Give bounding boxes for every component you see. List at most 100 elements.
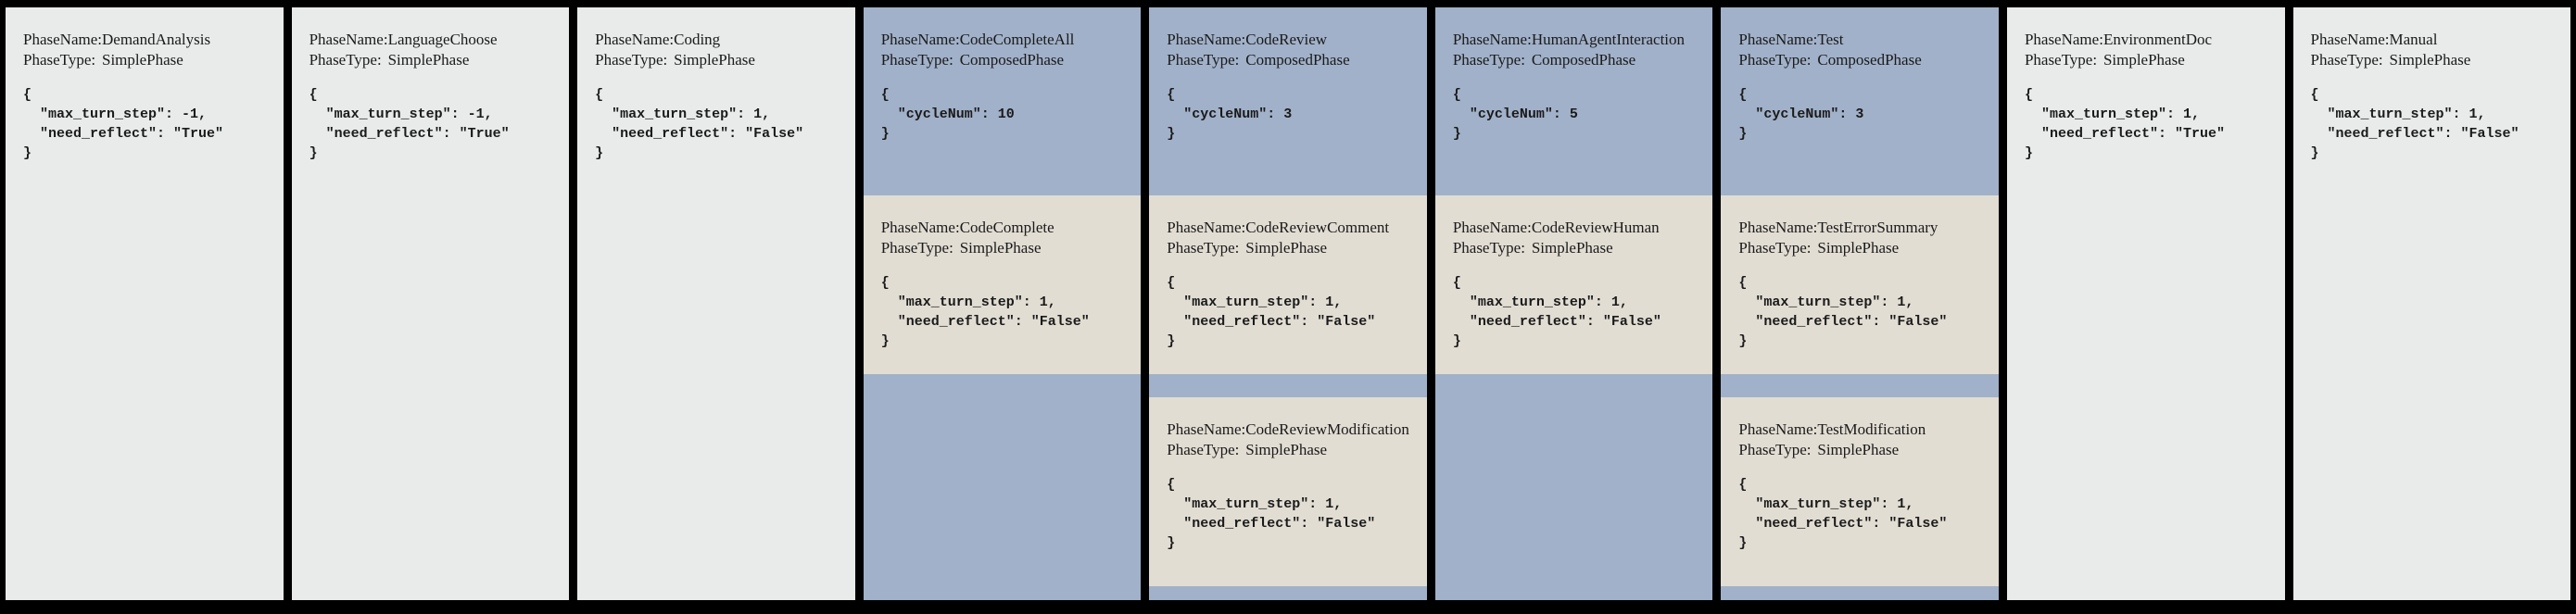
phase-name-row: PhaseName: TestModification <box>1738 420 1989 440</box>
phase-name-row: PhaseName: TestErrorSummary <box>1738 218 1989 238</box>
phase-name-label: PhaseName: <box>1167 31 1246 48</box>
phase-name-row: PhaseName: HumanAgentInteraction <box>1453 30 1704 50</box>
phase-type-label: PhaseType: <box>1167 51 1240 69</box>
phase-name-row: PhaseName: CodeCompleteAll <box>881 30 1132 50</box>
phase-name-value: LanguageChoose <box>387 31 498 48</box>
subphase-card-code-review-human: PhaseName: CodeReviewHuman PhaseType: Si… <box>1434 195 1713 374</box>
phase-name-label: PhaseName: <box>880 31 960 48</box>
phase-type-row: PhaseType: SimplePhase <box>1738 440 1989 460</box>
phase-name-value: TestModification <box>1817 420 1926 438</box>
phase-name-label: PhaseName: <box>1738 219 1818 236</box>
phase-type-row: PhaseType: SimplePhase <box>1453 238 1704 258</box>
phase-name-value: Coding <box>674 31 721 48</box>
phase-config-json: { "max_turn_step": -1, "need_reflect": "… <box>23 87 224 161</box>
phase-block: PhaseName: EnvironmentDoc PhaseType: Sim… <box>2007 7 2285 163</box>
phase-type-row: PhaseType: SimplePhase <box>1738 238 1989 258</box>
phase-type-value: SimplePhase <box>2102 51 2185 69</box>
phase-config-json: { "max_turn_step": 1, "need_reflect": "F… <box>595 87 804 161</box>
phase-config-json: { "cycleNum": 10 } <box>880 87 1015 142</box>
phase-config-json: { "max_turn_step": 1, "need_reflect": "F… <box>1167 275 1376 349</box>
subphase-card-test-error-summary: PhaseName: TestErrorSummary PhaseType: S… <box>1721 195 1999 374</box>
phase-config-json: { "cycleNum": 5 } <box>1452 87 1578 142</box>
phase-type-row: PhaseType: ComposedPhase <box>1453 50 1704 70</box>
phase-type-value: SimplePhase <box>1531 239 1613 257</box>
phase-config-json: { "max_turn_step": -1, "need_reflect": "… <box>309 87 510 161</box>
phase-block: PhaseName: CodeReviewHuman PhaseType: Si… <box>1435 195 1713 351</box>
phase-card-test: PhaseName: Test PhaseType: ComposedPhase… <box>1721 7 1999 600</box>
phase-type-value: SimplePhase <box>674 51 755 69</box>
phase-block: PhaseName: TestModification PhaseType: S… <box>1721 397 1999 553</box>
phase-type-row: PhaseType: SimplePhase <box>309 50 561 70</box>
phase-type-row: PhaseType: ComposedPhase <box>1738 50 1989 70</box>
phase-config-json: { "max_turn_step": 1, "need_reflect": "F… <box>1452 275 1661 349</box>
phase-type-label: PhaseType: <box>1738 239 1812 257</box>
phase-name-value: EnvironmentDoc <box>2102 31 2213 48</box>
phase-name-row: PhaseName: Coding <box>595 30 846 50</box>
phase-type-row: PhaseType: SimplePhase <box>881 238 1132 258</box>
phase-config-json: { "cycleNum": 3 } <box>1167 87 1293 142</box>
phase-name-row: PhaseName: CodeComplete <box>881 218 1132 238</box>
phase-type-row: PhaseType: SimplePhase <box>1167 440 1418 460</box>
phase-type-value: ComposedPhase <box>959 51 1065 69</box>
phase-name-label: PhaseName: <box>1738 31 1818 48</box>
composed-phase-header: PhaseName: Test PhaseType: ComposedPhase… <box>1721 7 1999 195</box>
phase-name-value: CodeReviewComment <box>1245 219 1390 236</box>
phase-type-label: PhaseType: <box>2310 51 2383 69</box>
phase-config-json: { "cycleNum": 3 } <box>1738 87 1864 142</box>
phase-name-label: PhaseName: <box>2024 31 2103 48</box>
phase-name-row: PhaseName: CodeReview <box>1167 30 1418 50</box>
phase-type-label: PhaseType: <box>23 51 96 69</box>
phase-config-json: { "max_turn_step": 1, "need_reflect": "F… <box>880 275 1090 349</box>
phase-card-demand-analysis: PhaseName: DemandAnalysis PhaseType: Sim… <box>6 7 284 600</box>
phase-type-value: SimplePhase <box>1245 441 1328 458</box>
phase-type-label: PhaseType: <box>1452 239 1525 257</box>
phase-type-label: PhaseType: <box>880 51 953 69</box>
composed-phase-header: PhaseName: CodeCompleteAll PhaseType: Co… <box>864 7 1142 195</box>
phase-type-value: SimplePhase <box>1817 441 1900 458</box>
phase-card-code-complete-all: PhaseName: CodeCompleteAll PhaseType: Co… <box>863 7 1142 600</box>
phase-block: PhaseName: Coding PhaseType: SimplePhase… <box>577 7 855 163</box>
subphase-card-code-review-modification: PhaseName: CodeReviewModification PhaseT… <box>1149 397 1427 586</box>
phase-type-label: PhaseType: <box>1738 51 1812 69</box>
phase-block: PhaseName: CodeComplete PhaseType: Simpl… <box>864 195 1142 351</box>
phase-type-row: PhaseType: SimplePhase <box>23 50 274 70</box>
phase-name-label: PhaseName: <box>1738 420 1818 438</box>
phase-card-code-review: PhaseName: CodeReview PhaseType: Compose… <box>1149 7 1427 600</box>
phase-name-value: Test <box>1817 31 1844 48</box>
phase-name-label: PhaseName: <box>595 31 675 48</box>
phase-name-row: PhaseName: CodeReviewComment <box>1167 218 1418 238</box>
phase-name-label: PhaseName: <box>309 31 388 48</box>
phase-block: PhaseName: LanguageChoose PhaseType: Sim… <box>292 7 570 163</box>
phase-card-environment-doc: PhaseName: EnvironmentDoc PhaseType: Sim… <box>2006 7 2285 600</box>
phase-card-language-choose: PhaseName: LanguageChoose PhaseType: Sim… <box>291 7 570 600</box>
phase-type-label: PhaseType: <box>880 239 953 257</box>
phase-type-value: ComposedPhase <box>1245 51 1350 69</box>
phase-name-value: CodeReview <box>1245 31 1328 48</box>
phase-type-label: PhaseType: <box>1167 441 1240 458</box>
phase-card-coding: PhaseName: Coding PhaseType: SimplePhase… <box>577 7 855 600</box>
phase-config-json: { "max_turn_step": 1, "need_reflect": "F… <box>1167 477 1376 551</box>
phase-name-row: PhaseName: DemandAnalysis <box>23 30 274 50</box>
phase-config-json: { "max_turn_step": 1, "need_reflect": "F… <box>1738 275 1948 349</box>
phase-name-value: CodeReviewHuman <box>1531 219 1660 236</box>
phase-type-row: PhaseType: SimplePhase <box>595 50 846 70</box>
phase-name-value: CodeReviewModification <box>1245 420 1409 438</box>
phase-type-row: PhaseType: SimplePhase <box>1167 238 1418 258</box>
phase-type-row: PhaseType: ComposedPhase <box>881 50 1132 70</box>
phase-type-label: PhaseType: <box>1167 239 1240 257</box>
phase-config-json: { "max_turn_step": 1, "need_reflect": "F… <box>2310 87 2519 161</box>
phase-type-value: SimplePhase <box>959 239 1042 257</box>
phase-block: PhaseName: TestErrorSummary PhaseType: S… <box>1721 195 1999 351</box>
phase-type-value: SimplePhase <box>1817 239 1900 257</box>
phase-type-label: PhaseType: <box>1452 51 1525 69</box>
phase-block: PhaseName: CodeReviewModification PhaseT… <box>1149 397 1427 553</box>
phase-name-value: CodeCompleteAll <box>959 31 1075 48</box>
phase-block: PhaseName: Manual PhaseType: SimplePhase… <box>2293 7 2571 163</box>
phase-name-row: PhaseName: CodeReviewHuman <box>1453 218 1704 238</box>
phase-name-row: PhaseName: Manual <box>2311 30 2562 50</box>
composed-phase-header: PhaseName: CodeReview PhaseType: Compose… <box>1149 7 1427 195</box>
phase-name-row: PhaseName: LanguageChoose <box>309 30 561 50</box>
phase-type-label: PhaseType: <box>309 51 382 69</box>
phase-card-manual: PhaseName: Manual PhaseType: SimplePhase… <box>2292 7 2571 600</box>
